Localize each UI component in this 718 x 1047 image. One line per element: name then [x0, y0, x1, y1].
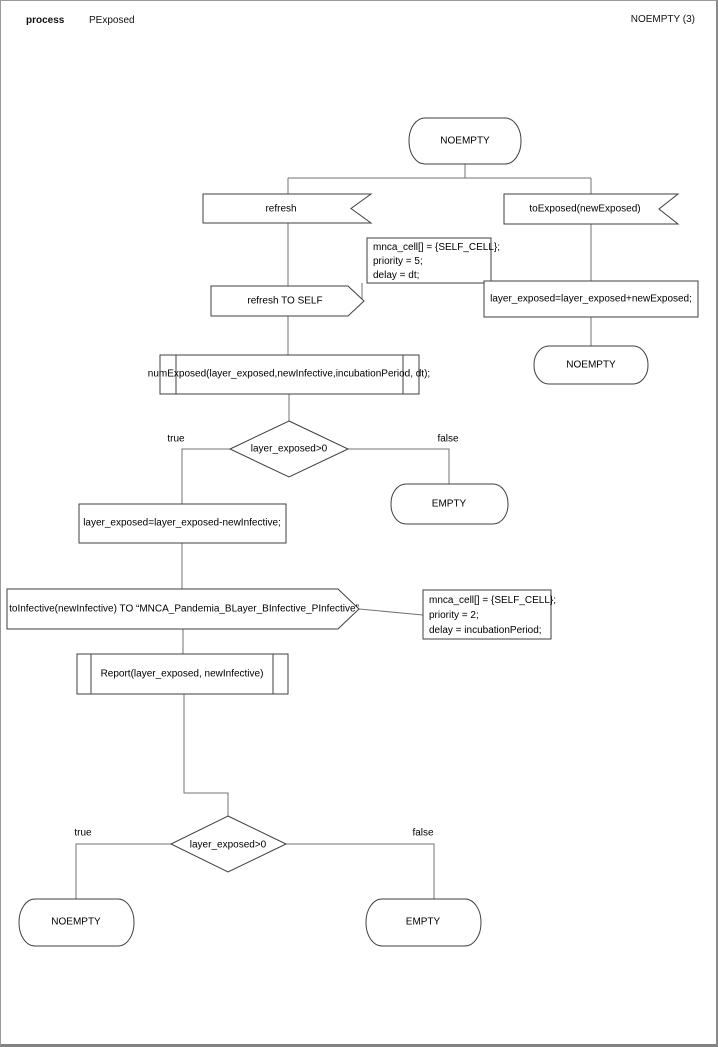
edge-decision2-true — [75, 843, 171, 900]
state-empty-1 — [390, 483, 509, 525]
action-add-exposed-box — [483, 280, 699, 318]
decision2-false-label: false — [412, 827, 434, 839]
edge-note2-link — [358, 608, 424, 616]
send-refresh-label: refresh TO SELF — [247, 295, 323, 307]
receive-toexposed-label: toExposed(newExposed) — [529, 203, 641, 215]
call-report-box — [76, 653, 289, 695]
decision1-diamond — [228, 420, 350, 478]
action-subtract-infective-label: layer_exposed=layer_exposed-newInfective… — [83, 517, 281, 529]
state-noempty-right-label: NOEMPTY — [566, 359, 616, 371]
state-noempty-top-label: NOEMPTY — [440, 135, 490, 147]
note-refresh-line-2: priority = 5; — [373, 256, 423, 267]
decision1-false-label: false — [437, 433, 459, 445]
edge-decision1-true — [181, 448, 230, 505]
send-refresh-shape — [210, 285, 365, 317]
state-noempty-right — [533, 345, 649, 385]
header-state-reference: NOEMPTY (3) — [630, 14, 695, 25]
note-infective-text: mnca_cell[] = {SELF_CELL}; priority = 2;… — [429, 593, 556, 638]
state-noempty-top — [408, 117, 522, 165]
note-infective-line-1: mnca_cell[] = {SELF_CELL}; — [429, 595, 557, 606]
note-refresh-text: mnca_cell[] = {SELF_CELL}; priority = 5;… — [373, 241, 500, 283]
decision1-label: layer_exposed>0 — [250, 443, 328, 455]
decision2-label: layer_exposed>0 — [189, 839, 267, 851]
note-refresh-box — [366, 237, 492, 284]
state-empty-1-label: EMPTY — [431, 498, 467, 510]
note-refresh-line-3: delay = dt; — [373, 270, 420, 281]
state-noempty-end — [18, 898, 135, 947]
send-toinfective-label: toInfective(newInfective) TO “MNCA_Pande… — [9, 603, 359, 615]
receive-refresh-label: refresh — [265, 203, 297, 215]
receive-refresh-shape — [202, 193, 373, 224]
state-empty-2 — [365, 898, 482, 947]
state-noempty-end-label: NOEMPTY — [51, 916, 101, 928]
edge-report-to-decision2 — [183, 694, 229, 817]
call-report-label: Report(layer_exposed, newInfective) — [100, 668, 264, 680]
note-infective-line-3: delay = incubationPeriod; — [429, 625, 542, 636]
send-toinfective-shape — [6, 588, 360, 630]
note-infective-box — [422, 589, 552, 640]
process-name: PExposed — [89, 15, 135, 26]
process-kind-label: process — [26, 15, 65, 26]
decision1-true-label: true — [167, 433, 185, 445]
receive-toexposed-shape — [503, 193, 680, 225]
note-refresh-line-1: mnca_cell[] = {SELF_CELL}; — [373, 242, 501, 253]
note-infective-line-2: priority = 2; — [429, 610, 479, 621]
edge-decision1-false — [348, 448, 450, 485]
call-numexposed-label: numExposed(layer_exposed,newInfective,in… — [147, 368, 431, 380]
decision2-true-label: true — [74, 827, 92, 839]
action-subtract-infective-box — [78, 503, 287, 544]
action-add-exposed-label: layer_exposed=layer_exposed+newExposed; — [490, 293, 692, 305]
decision2-diamond — [169, 815, 288, 873]
call-numexposed-box — [159, 354, 420, 395]
edge-decision2-false — [286, 843, 435, 900]
connector-lines — [75, 164, 592, 900]
state-empty-2-label: EMPTY — [405, 916, 441, 928]
